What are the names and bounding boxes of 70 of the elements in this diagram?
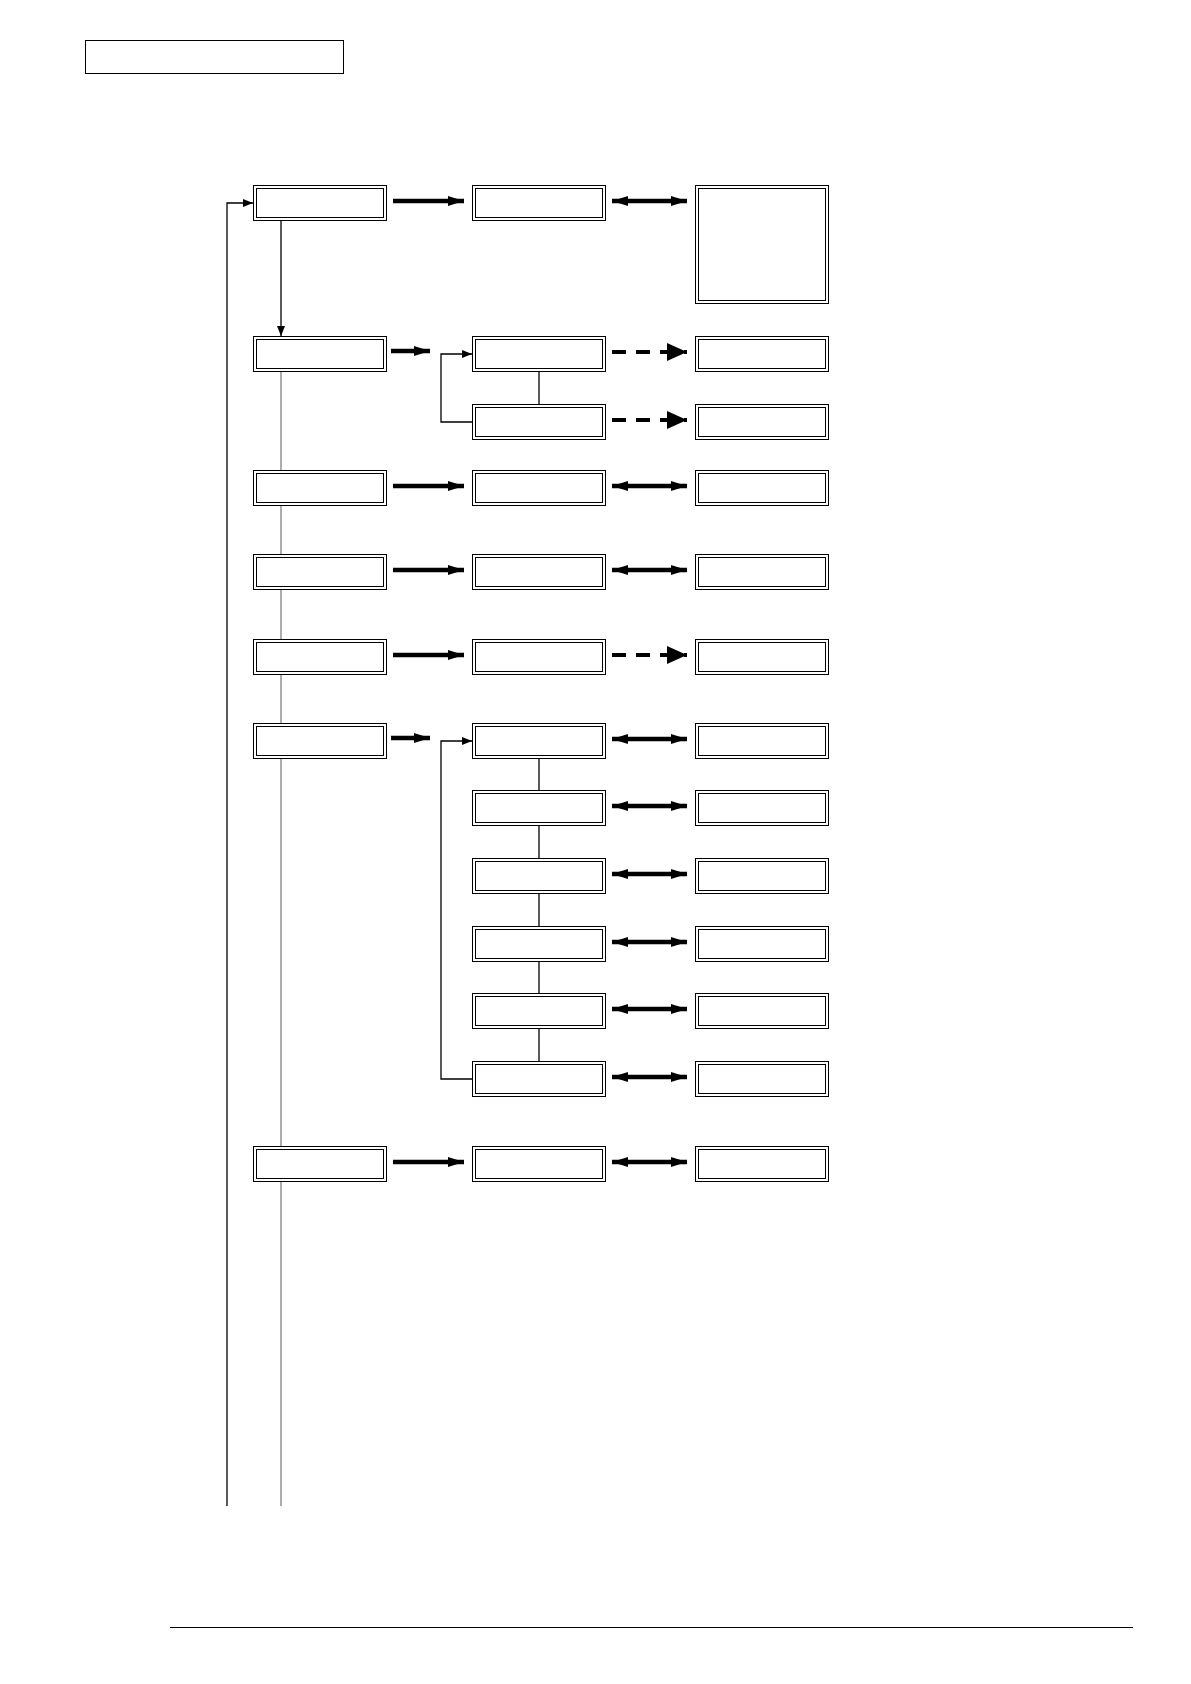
blank-box	[695, 858, 829, 894]
connector-line	[280, 1181, 282, 1507]
arrow	[440, 737, 473, 1080]
arrow	[612, 734, 687, 744]
blank-box	[695, 1061, 829, 1097]
blank-box	[472, 790, 606, 826]
arrow	[612, 801, 687, 811]
blank-box	[472, 639, 606, 675]
arrow	[612, 196, 687, 206]
blank-box	[472, 858, 606, 894]
connector-line	[538, 893, 540, 927]
blank-box	[472, 404, 606, 440]
blank-box	[253, 470, 387, 506]
blank-box	[695, 993, 829, 1029]
blank-box	[472, 185, 606, 221]
arrow	[612, 481, 687, 491]
blank-box	[695, 404, 829, 440]
arrow	[612, 937, 687, 947]
blank-box	[695, 554, 829, 590]
blank-box	[472, 926, 606, 962]
blank-box	[253, 639, 387, 675]
arrow	[391, 346, 430, 356]
arrow	[393, 565, 464, 575]
blank-box	[695, 790, 829, 826]
arrow	[612, 869, 687, 879]
blank-box	[472, 336, 606, 372]
connector-line	[538, 371, 540, 405]
arrow	[393, 196, 464, 206]
arrow	[393, 650, 464, 660]
blank-box	[253, 336, 387, 372]
arrow	[612, 411, 687, 429]
blank-box	[253, 185, 387, 221]
arrow	[391, 733, 430, 743]
arrow	[612, 565, 687, 575]
arrow	[612, 1004, 687, 1014]
arrow	[612, 646, 687, 664]
blank-box	[695, 926, 829, 962]
blank-box	[253, 554, 387, 590]
blank-box	[695, 185, 829, 304]
connector-line	[538, 1028, 540, 1062]
connector-line	[280, 758, 282, 1147]
connector-line	[280, 371, 282, 471]
blank-box	[695, 639, 829, 675]
blank-box	[253, 723, 387, 759]
blank-box	[472, 554, 606, 590]
blank-box	[472, 1146, 606, 1182]
arrow	[226, 199, 254, 1507]
connector-line	[280, 589, 282, 640]
connector-line	[280, 505, 282, 555]
connector-line	[280, 674, 282, 724]
blank-box	[695, 723, 829, 759]
connector-line	[538, 825, 540, 859]
arrow	[393, 481, 464, 491]
blank-box	[695, 1146, 829, 1182]
blank-box	[472, 993, 606, 1029]
arrow	[612, 1157, 687, 1167]
arrow	[277, 220, 285, 337]
connector-line	[538, 961, 540, 994]
arrow	[440, 350, 473, 423]
arrow	[393, 1157, 464, 1167]
blank-box	[472, 470, 606, 506]
arrow	[612, 343, 687, 361]
header-box	[85, 40, 344, 74]
blank-box	[695, 336, 829, 372]
blank-box	[253, 1146, 387, 1182]
blank-box	[695, 470, 829, 506]
arrow	[612, 1072, 687, 1082]
blank-box	[472, 723, 606, 759]
connector-line	[538, 758, 540, 791]
blank-box	[472, 1061, 606, 1097]
